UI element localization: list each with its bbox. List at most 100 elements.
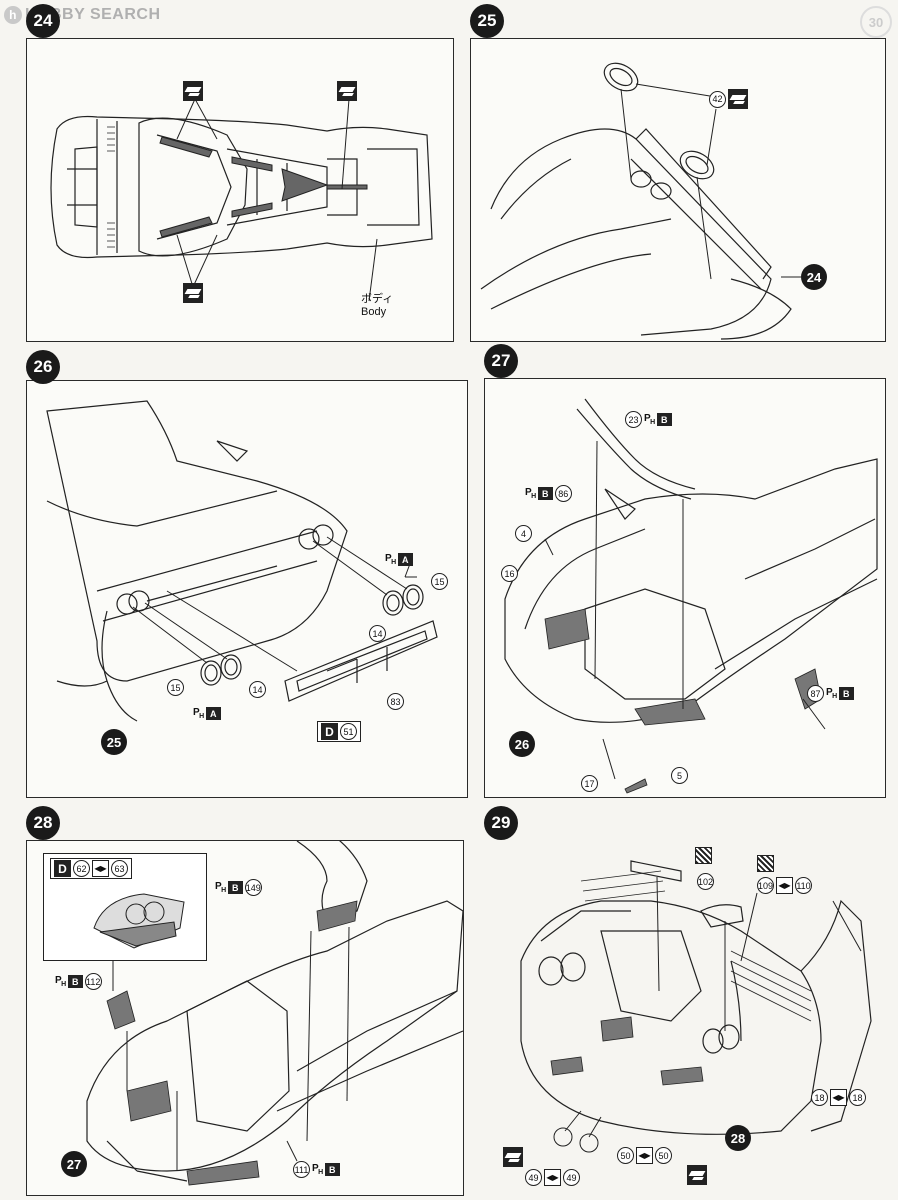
part-23-callout: 23 PH B [625,411,672,428]
part-number: 111 [293,1161,310,1178]
paint-code: B [537,487,553,500]
part-number: 14 [249,681,266,698]
part-number: 15 [167,679,184,696]
paint-prefix: PH [193,707,204,720]
step-26-panel: PH A 15 14 15 14 PH A 83 D 51 25 [26,380,468,798]
part-149-callout: PH B 149 [215,879,262,896]
ref-step-27: 27 [61,1151,87,1177]
hatch-icon-109 [757,855,774,872]
part-87-callout: 87 PH B [807,685,854,702]
color-ref-box: D 51 [317,721,361,742]
part-number: 63 [111,860,128,877]
part-number: 86 [554,485,572,502]
step-29-panel: 102 109 ◀▶ 110 18 ◀▶ 18 28 50 ◀▶ 50 49 ◀… [480,840,886,1196]
part-102-callout: 102 [697,873,714,890]
hatch-icon [757,855,774,872]
part-number: 49 [563,1169,580,1186]
part-50-callout: 50 ◀▶ 50 [617,1147,672,1164]
part-number: 62 [73,860,90,877]
step-25-panel: 42 24 [470,38,886,342]
step-24-car-top-view [50,98,433,302]
part-number: 14 [369,625,386,642]
page-number: 30 [860,6,892,38]
part-number: 50 [655,1147,672,1164]
step-26-rear-grille-view [46,400,438,722]
hatch-icon-102 [695,847,712,864]
part-number: 149 [244,879,262,896]
part-number: 18 [849,1089,866,1106]
part-109-110-callout: 109 ◀▶ 110 [757,877,812,894]
part-62-63-callout: D 62 ◀▶ 63 [50,858,132,879]
glue-icon [337,81,357,101]
mirror-icon: ◀▶ [636,1147,653,1164]
ref-step-24: 24 [801,264,827,290]
part-number: 51 [340,723,357,740]
part-number: 109 [757,877,774,894]
part-number: 49 [525,1169,542,1186]
part-14-callout-top: 14 [369,625,386,642]
color-ref-box: D 62 ◀▶ 63 [50,858,132,879]
part-number: 83 [387,693,404,710]
part-number: 4 [515,525,532,542]
part-16-callout: 16 [501,565,518,582]
part-number: 15 [431,573,448,590]
paint-prefix: PH [644,413,655,426]
paint-prefix: PH [55,975,66,988]
paint-code: B [324,1163,340,1176]
step-28-panel: D 62 ◀▶ 63 PH B 149 PH B 112 27 111 PH B [26,840,464,1196]
step-29-badge: 29 [484,806,518,840]
paint-code: B [838,687,854,700]
paint-prefix: PH [826,687,837,700]
hobby-search-logo-icon: h [4,6,22,24]
part-112-callout: PH B 112 [55,973,102,990]
part-number: 50 [617,1147,634,1164]
part-number: 102 [697,873,714,890]
mirror-icon: ◀▶ [830,1089,847,1106]
paint-code: B [656,413,672,426]
glue-icon [503,1147,523,1167]
part-15-callout-bottom: 15 [167,679,184,696]
step-24-panel: ボディ Body [26,38,454,342]
body-label-en: Body [361,306,387,318]
paint-code: A [397,553,413,566]
part-111-callout: 111 PH B [293,1161,340,1178]
color-code: D [54,860,71,877]
paint-code: B [227,881,243,894]
part-number: 112 [84,973,102,990]
step-24-badge: 24 [26,4,60,38]
part-17-callout: 17 [581,775,598,792]
part-42-callout: 42 [709,89,748,109]
part-number: 110 [795,877,812,894]
ref-step-28: 28 [725,1125,751,1151]
paint-callout-a-top: PH A [385,553,413,566]
body-label-jp: ボディ [361,293,394,305]
inset-headlight-detail [93,893,185,949]
paint-code: B [67,975,83,988]
part-5-callout: 5 [671,767,688,784]
part-83-callout: 83 [387,693,404,710]
part-number: 87 [807,685,824,702]
body-label: ボディ Body [361,293,393,319]
glue-icon [687,1165,707,1185]
part-number: 23 [625,411,642,428]
step-27-badge: 27 [484,344,518,378]
step-28-front-assembly [86,841,463,1186]
glue-icon [728,89,748,109]
ref-step-25: 25 [101,729,127,755]
step-26-badge: 26 [26,350,60,384]
paint-code: A [205,707,221,720]
step-25-rear-view [480,62,801,340]
ref-step-26: 26 [509,731,535,757]
part-4-callout: 4 [515,525,532,542]
paint-prefix: PH [215,881,226,894]
part-51-callout: D 51 [317,721,361,742]
part-number: 16 [501,565,518,582]
glue-icon [183,283,203,303]
glue-icon [183,81,203,101]
step-25-badge: 25 [470,4,504,38]
step-27-panel: 23 PH B PH B 86 4 16 87 PH B 26 5 17 [484,378,886,798]
part-number: 18 [811,1089,828,1106]
part-15-callout-top: 15 [431,573,448,590]
paint-prefix: PH [312,1163,323,1176]
paint-callout-a-bottom: PH A [193,707,221,720]
